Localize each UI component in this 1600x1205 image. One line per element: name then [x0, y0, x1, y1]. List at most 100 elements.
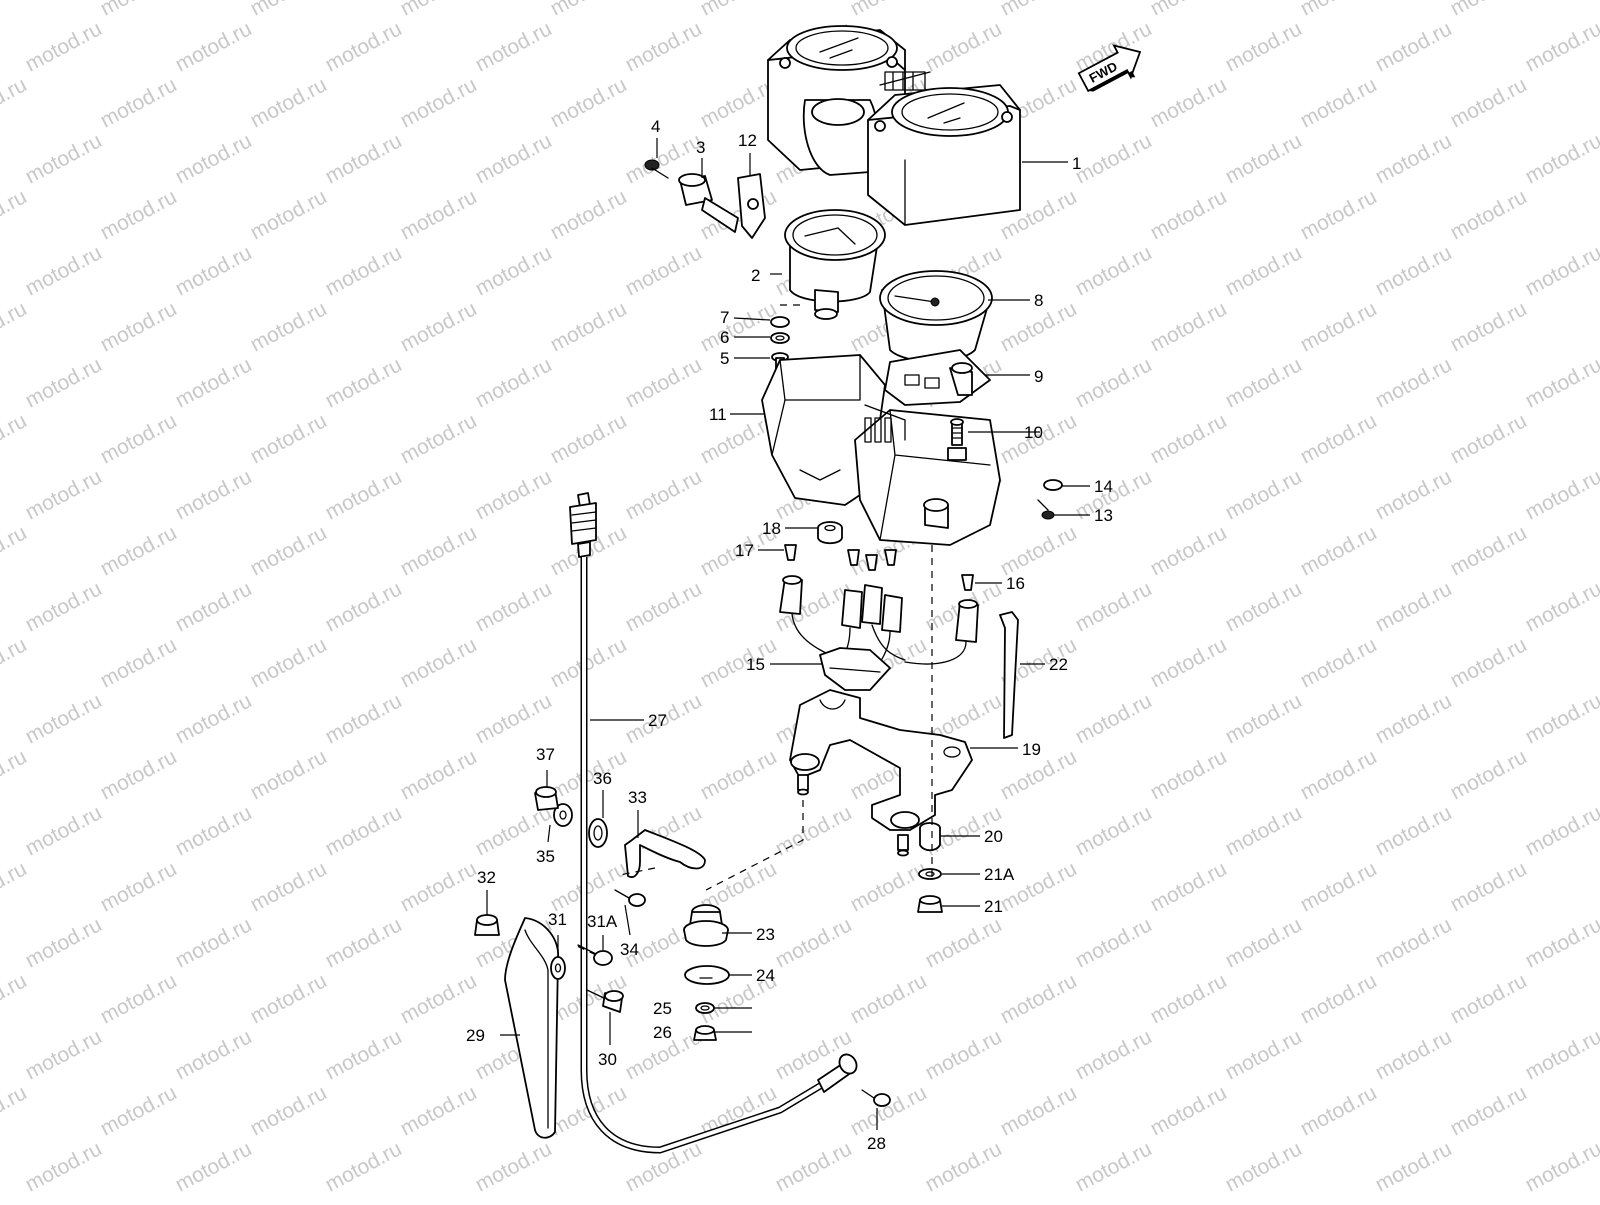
watermark-text: motod.ru [97, 297, 181, 356]
watermark-text: motod.ru [1522, 801, 1600, 860]
watermark-text: motod.ru [1447, 969, 1531, 1028]
watermark-text: motod.ru [1297, 0, 1381, 20]
callout-20: 20 [984, 827, 1003, 846]
watermark-text: motod.ru [1522, 353, 1600, 412]
cushion-20-part [919, 822, 941, 852]
watermark-text: motod.ru [472, 353, 556, 412]
watermark-text: motod.ru [697, 745, 781, 804]
watermark-text: motod.ru [1372, 1137, 1456, 1196]
watermark-text: motod.ru [1147, 409, 1231, 468]
watermark-text: motod.ru [0, 633, 31, 692]
callout-31: 31 [548, 910, 567, 929]
washer-35-part [553, 803, 573, 827]
watermark-text: motod.ru [1372, 129, 1456, 188]
watermark-text: motod.ru [772, 1137, 856, 1196]
callout-23: 23 [756, 925, 775, 944]
watermark-text: motod.ru [1297, 633, 1381, 692]
watermark-text: motod.ru [322, 1137, 406, 1196]
watermark-text: motod.ru [322, 241, 406, 300]
meter-case-part [767, 25, 1021, 226]
callout-27: 27 [648, 711, 667, 730]
watermark-text: motod.ru [1147, 633, 1231, 692]
strap-22-part [999, 611, 1019, 739]
watermark-text: motod.ru [472, 689, 556, 748]
watermark-text: motod.ru [97, 1193, 181, 1200]
watermark-text: motod.ru [247, 633, 331, 692]
watermark-text: motod.ru [1522, 577, 1600, 636]
watermark-text: motod.ru [622, 17, 706, 76]
watermark-text: motod.ru [1447, 745, 1531, 804]
watermark-text: motod.ru [247, 969, 331, 1028]
callout-28: 28 [867, 1134, 886, 1153]
callout-3: 3 [696, 138, 705, 157]
watermark-text: motod.ru [1147, 0, 1231, 20]
callout-21: 21 [984, 897, 1003, 916]
watermark-text: motod.ru [397, 521, 481, 580]
callout-36: 36 [593, 769, 612, 788]
washer-21a-part [918, 868, 942, 880]
watermark-text: motod.ru [472, 241, 556, 300]
watermark-text: motod.ru [172, 577, 256, 636]
watermark-text: motod.ru [1222, 465, 1306, 524]
watermark-text: motod.ru [22, 577, 106, 636]
watermark-text: motod.ru [1372, 465, 1456, 524]
watermark-text: motod.ru [172, 241, 256, 300]
watermark-text: motod.ru [247, 0, 331, 20]
watermark-text: motod.ru [1597, 633, 1600, 692]
washer-36-part [588, 818, 608, 848]
watermark-text: motod.ru [397, 745, 481, 804]
watermark-text: motod.ru [1147, 969, 1231, 1028]
watermark-text: motod.ru [397, 633, 481, 692]
watermark-text: motod.ru [97, 857, 181, 916]
watermark-text: motod.ru [172, 353, 256, 412]
watermark-text: motod.ru [1522, 17, 1600, 76]
watermark-text: motod.ru [1597, 969, 1600, 1028]
washer-14-part [1043, 479, 1063, 491]
watermark-text: motod.ru [1522, 241, 1600, 300]
watermark-text: motod.ru [0, 1081, 31, 1140]
watermark-text: motod.ru [1222, 353, 1306, 412]
watermark-text: motod.ru [1147, 1081, 1231, 1140]
cushion-23-part [683, 904, 729, 947]
callout-24: 24 [756, 966, 775, 985]
wiring-harness-part [779, 544, 979, 691]
watermark-text: motod.ru [1372, 353, 1456, 412]
clip-12-part [737, 173, 766, 239]
callout-30: 30 [598, 1050, 617, 1069]
watermark-text: motod.ru [1372, 689, 1456, 748]
watermark-text: motod.ru [1147, 857, 1231, 916]
nut-37-part [534, 786, 559, 811]
watermark-text: motod.ru [22, 801, 106, 860]
watermark-text: motod.ru [247, 297, 331, 356]
watermark-text: motod.ru [1297, 745, 1381, 804]
watermark-text: motod.ru [772, 913, 856, 972]
bolt-31a-part [577, 944, 613, 966]
watermark-text: motod.ru [22, 465, 106, 524]
watermark-text: motod.ru [1147, 297, 1231, 356]
watermark-text: motod.ru [1372, 913, 1456, 972]
watermark-text: motod.ru [322, 129, 406, 188]
watermark-text: motod.ru [847, 0, 931, 20]
watermark-text: motod.ru [1147, 745, 1231, 804]
watermark-text: motod.ru [322, 801, 406, 860]
watermark-text: motod.ru [1222, 801, 1306, 860]
watermark-text: motod.ru [1222, 17, 1306, 76]
leader-lines [486, 138, 1090, 1130]
watermark-text: motod.ru [397, 73, 481, 132]
watermark-text: motod.ru [547, 1193, 631, 1200]
watermark-text: motod.ru [0, 409, 31, 468]
watermark-text: motod.ru [172, 689, 256, 748]
watermark-text: motod.ru [847, 1081, 931, 1140]
callout-4: 4 [651, 117, 660, 136]
watermark-text: motod.ru [247, 185, 331, 244]
watermark-text: motod.ru [0, 73, 31, 132]
watermark-text: motod.ru [1447, 1193, 1531, 1200]
callout-7: 7 [720, 308, 729, 327]
grommet-18-part [817, 521, 843, 545]
assembly-lines [574, 545, 933, 956]
watermark-text: motod.ru [547, 185, 631, 244]
watermark-text: motod.ru [1222, 913, 1306, 972]
watermark-text: motod.ru [547, 745, 631, 804]
watermark-text: motod.ru [397, 409, 481, 468]
